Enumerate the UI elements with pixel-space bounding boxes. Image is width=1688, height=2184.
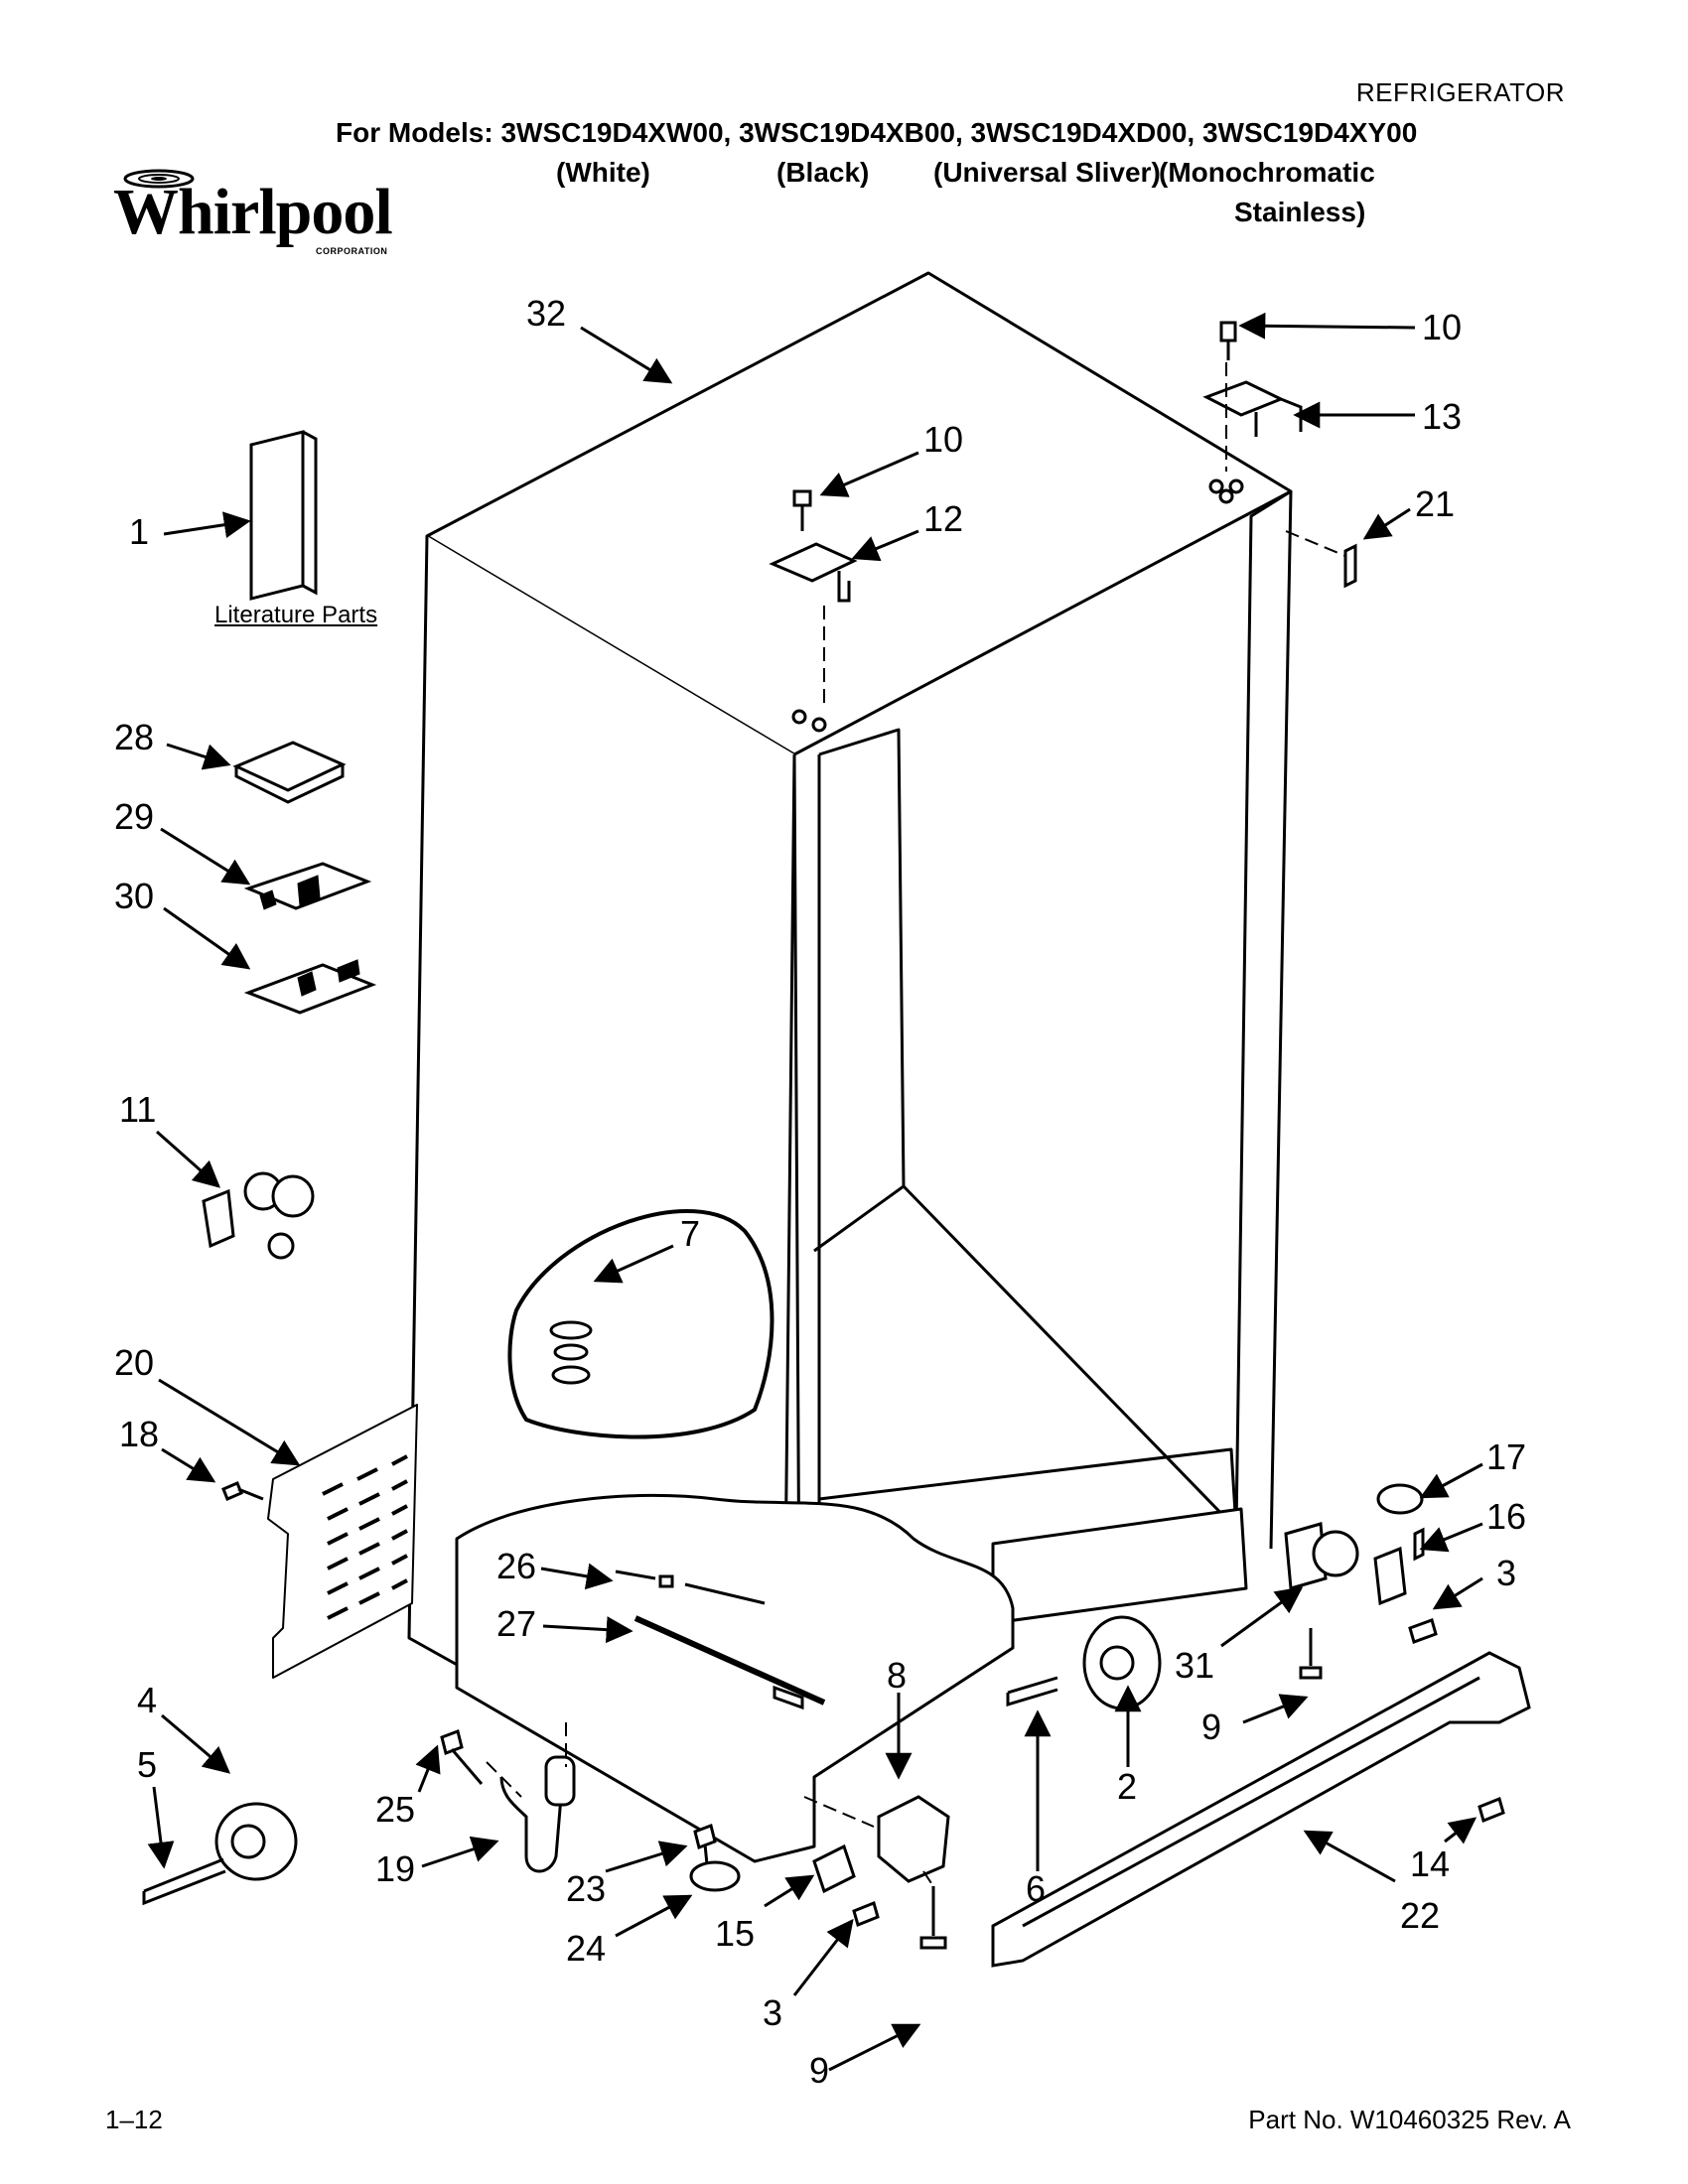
- callout-32: 32: [526, 293, 566, 334]
- callout-1: 1: [129, 511, 149, 552]
- variant-stainless: Stainless): [1234, 197, 1366, 227]
- variant-white: (White): [556, 157, 650, 188]
- callout-7: 7: [680, 1213, 700, 1254]
- callout-31: 31: [1175, 1645, 1214, 1686]
- logo-corporation: CORPORATION: [316, 246, 388, 256]
- callout-5: 5: [137, 1744, 157, 1785]
- callout-8: 8: [887, 1655, 907, 1696]
- callout-20: 20: [114, 1342, 154, 1383]
- callout-25: 25: [375, 1789, 415, 1830]
- callout-10-top: 10: [1422, 307, 1462, 347]
- callout-27: 27: [496, 1603, 536, 1644]
- callout-29: 29: [114, 796, 154, 837]
- callout-13: 13: [1422, 396, 1462, 437]
- callout-23: 23: [566, 1868, 606, 1909]
- leader-arrows: [147, 312, 1483, 2072]
- callout-26: 26: [496, 1546, 536, 1586]
- callout-9-right: 9: [1201, 1706, 1221, 1747]
- logo-wordmark: Whirlpool: [113, 176, 393, 248]
- callout-9-left: 9: [809, 2050, 829, 2091]
- callout-24: 24: [566, 1928, 606, 1969]
- callout-6: 6: [1026, 1868, 1046, 1909]
- callout-10-middle: 10: [923, 419, 963, 460]
- callout-28: 28: [114, 717, 154, 757]
- callout-17: 17: [1486, 1436, 1526, 1477]
- callout-19: 19: [375, 1848, 415, 1889]
- callout-labels: 32 10 13 21 10 12 1 28 29 30 11 7 20 18 …: [114, 293, 1526, 2091]
- models-line: For Models: 3WSC19D4XW00, 3WSC19D4XB00, …: [336, 117, 1418, 148]
- callout-11: 11: [119, 1089, 156, 1130]
- page-category: REFRIGERATOR: [1355, 77, 1565, 107]
- callout-12: 12: [923, 498, 963, 539]
- callout-4: 4: [137, 1680, 157, 1720]
- logo-swirl-icon: [123, 169, 195, 189]
- callout-18: 18: [119, 1414, 159, 1454]
- callout-2: 2: [1117, 1766, 1137, 1807]
- callout-3-right: 3: [1496, 1553, 1516, 1593]
- callout-14: 14: [1410, 1843, 1450, 1884]
- variant-universal-silver: (Universal Sliver): [933, 157, 1161, 188]
- literature-parts-label: Literature Parts: [214, 602, 378, 628]
- part-number: Part No. W10460325 Rev. A: [1248, 2105, 1571, 2134]
- variant-monochromatic: (Monochromatic: [1159, 157, 1375, 188]
- callout-22: 22: [1400, 1895, 1440, 1936]
- callout-30: 30: [114, 876, 154, 916]
- guide-lines: [486, 362, 1346, 1887]
- variant-black: (Black): [776, 157, 870, 188]
- page-number: 1–12: [105, 2105, 163, 2134]
- whirlpool-logo: Whirlpool CORPORATION: [111, 167, 393, 266]
- callout-21: 21: [1415, 483, 1455, 524]
- callout-3-left: 3: [763, 1992, 782, 2033]
- callout-15: 15: [715, 1913, 755, 1954]
- callout-16: 16: [1486, 1496, 1526, 1537]
